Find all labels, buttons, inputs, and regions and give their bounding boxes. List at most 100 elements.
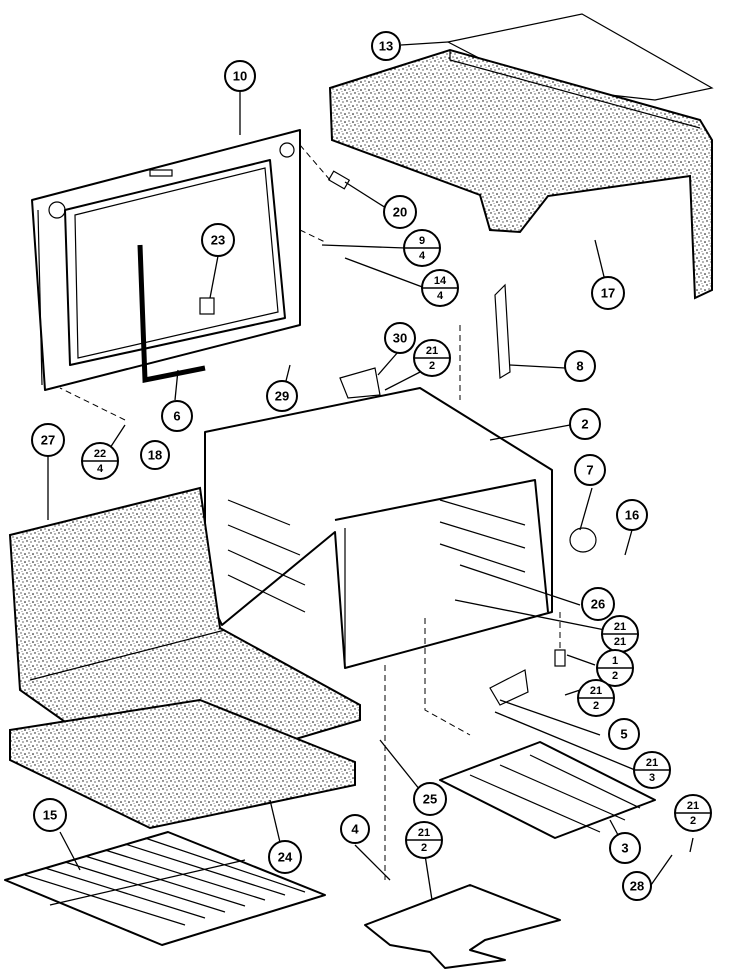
fraction-callout: 12 [596, 649, 634, 687]
thermostat-bracket [489, 669, 529, 706]
fraction-bottom: 2 [593, 700, 599, 712]
fraction-top: 22 [94, 448, 106, 460]
fraction-callout: 144 [421, 269, 459, 307]
door-rod [137, 244, 206, 384]
bottom-pad [9, 698, 356, 830]
callout-number: 10 [233, 69, 247, 84]
callout-circle [569, 408, 601, 440]
callout-7: 7 [574, 454, 606, 486]
callout-6: 6 [161, 400, 193, 432]
callout-number: 16 [625, 508, 639, 523]
knob [569, 527, 597, 553]
callout-number: 8 [576, 359, 583, 374]
callout-number: 29 [275, 389, 289, 404]
fraction-callout: 94 [403, 229, 441, 267]
callout-27: 27 [31, 423, 65, 457]
callout-circle [161, 400, 193, 432]
callout-circle [268, 840, 302, 874]
door-bracket [199, 297, 215, 315]
callout-18: 18 [140, 440, 170, 470]
callout-number: 15 [43, 808, 57, 823]
fraction-bottom: 4 [97, 463, 104, 475]
fraction-bottom: 21 [614, 636, 626, 648]
callout-28: 28 [622, 871, 652, 901]
fraction-bottom: 4 [419, 250, 426, 262]
fraction-top: 21 [687, 800, 699, 812]
callout-25: 25 [413, 782, 447, 816]
bottom-plate [364, 884, 561, 969]
callout-number: 28 [630, 879, 644, 894]
assembly-guides [59, 144, 561, 880]
bake-element [439, 741, 656, 839]
callout-number: 17 [601, 286, 615, 301]
fraction-callout: 224 [81, 442, 119, 480]
oven-rack [4, 831, 326, 946]
top-insulation-block [328, 48, 713, 300]
callout-number: 24 [278, 850, 293, 865]
callout-24: 24 [268, 840, 302, 874]
fraction-bottom: 4 [437, 290, 444, 302]
callout-4: 4 [340, 814, 370, 844]
fraction-bottom: 2 [429, 360, 435, 372]
callout-number: 4 [351, 822, 359, 837]
hinge-bracket [494, 283, 511, 380]
callout-circle [574, 454, 606, 486]
callout-20: 20 [383, 195, 417, 229]
callout-circle [581, 587, 615, 621]
callout-number: 6 [173, 409, 180, 424]
clip [554, 649, 566, 667]
callout-3: 3 [609, 832, 641, 864]
fraction-top: 14 [434, 275, 447, 287]
callout-layer: 1013202317830296227187162652515244328941… [31, 31, 712, 901]
hinge-pin [327, 170, 351, 190]
oven-cavity [204, 387, 553, 669]
fraction-callout: 212 [405, 821, 443, 859]
callout-16: 16 [616, 499, 648, 531]
callout-circle [140, 440, 170, 470]
callout-23: 23 [201, 223, 235, 257]
fraction-top: 21 [426, 345, 438, 357]
fraction-top: 1 [612, 655, 618, 667]
callout-number: 13 [379, 39, 393, 54]
callout-circle [591, 276, 625, 310]
fraction-top: 21 [418, 827, 430, 839]
callout-number: 7 [586, 463, 593, 478]
callout-circle [201, 223, 235, 257]
fraction-top: 21 [590, 685, 602, 697]
callout-number: 30 [393, 331, 407, 346]
fraction-bottom: 2 [612, 670, 618, 682]
callout-circle [383, 195, 417, 229]
callout-29: 29 [266, 380, 298, 412]
callout-number: 2 [581, 417, 588, 432]
fraction-callout: 212 [577, 679, 615, 717]
callout-30: 30 [384, 322, 416, 354]
callout-circle [413, 782, 447, 816]
callout-number: 25 [423, 792, 437, 807]
callout-17: 17 [591, 276, 625, 310]
callout-circle [608, 718, 640, 750]
callout-number: 20 [393, 205, 407, 220]
callout-circle [340, 814, 370, 844]
callout-26: 26 [581, 587, 615, 621]
callout-number: 18 [148, 448, 162, 463]
fraction-callout: 212 [674, 794, 712, 832]
callout-circle [609, 832, 641, 864]
callout-13: 13 [371, 31, 401, 61]
callout-2: 2 [569, 408, 601, 440]
callout-circle [564, 350, 596, 382]
fraction-bottom: 2 [421, 842, 427, 854]
fraction-bottom: 2 [690, 815, 696, 827]
callout-circle [33, 798, 67, 832]
wrap-insulation [8, 486, 361, 784]
callout-circle [31, 423, 65, 457]
callout-circle [224, 60, 256, 92]
callout-8: 8 [564, 350, 596, 382]
fraction-callout: 213 [633, 751, 671, 789]
fraction-top: 21 [646, 757, 658, 769]
callout-15: 15 [33, 798, 67, 832]
door-panel [31, 129, 301, 391]
callout-5: 5 [608, 718, 640, 750]
callout-circle [616, 499, 648, 531]
